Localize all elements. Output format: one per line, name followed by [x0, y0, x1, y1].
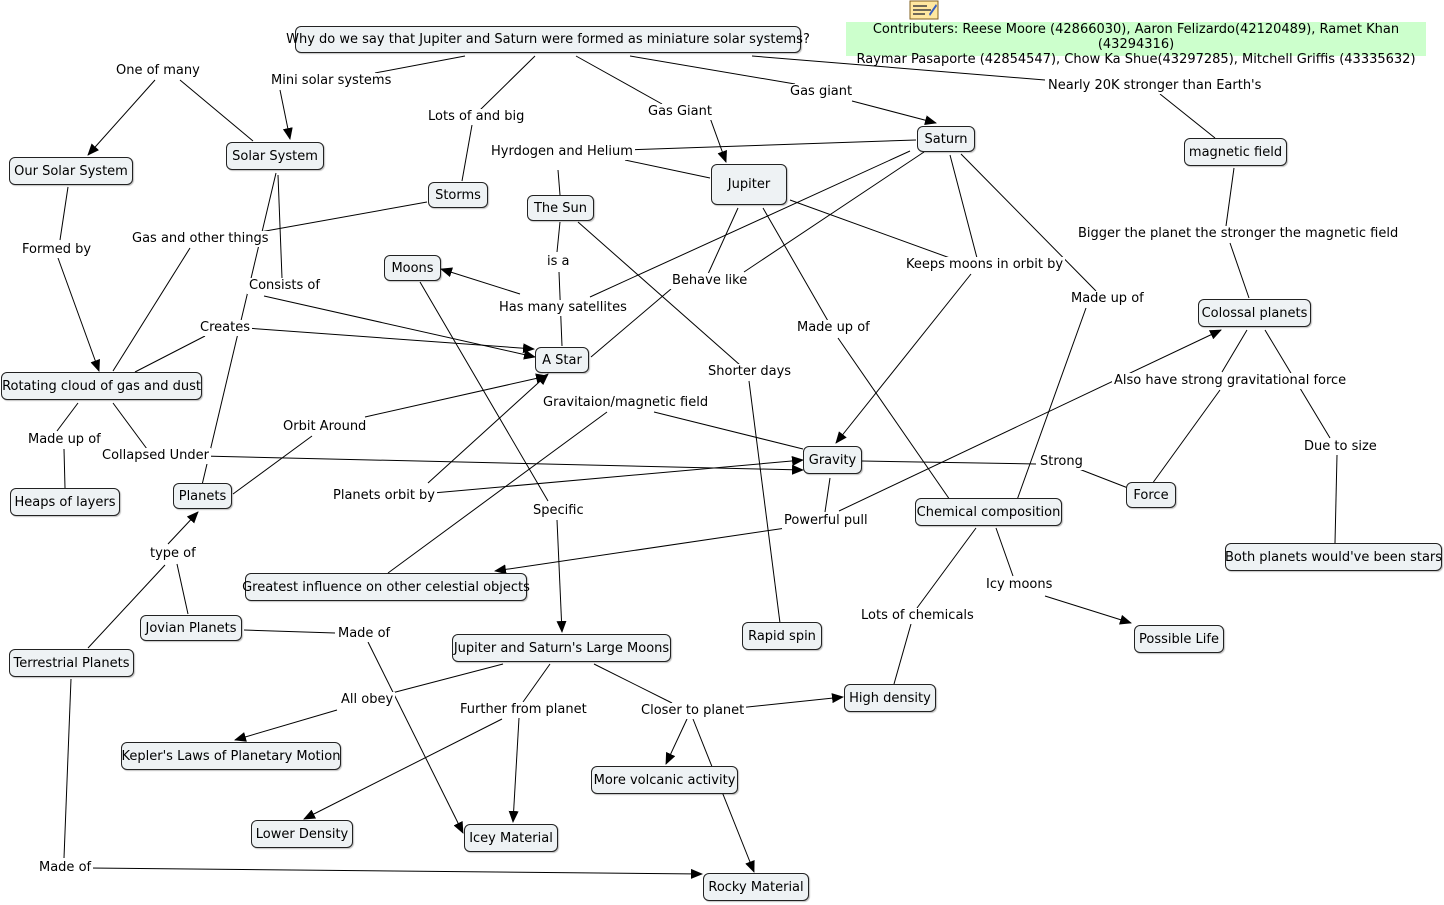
- contributors-line-2: Raymar Pasaporte (42854547), Chow Ka Shu…: [856, 52, 1416, 67]
- concept-magnetic-field[interactable]: magnetic field: [1184, 138, 1287, 166]
- link-consists-of: Consists of: [247, 278, 322, 294]
- link-made-of-terrestrial: Made of: [37, 860, 94, 876]
- link-collapsed-under: Collapsed Under: [100, 448, 211, 464]
- link-lots-of-and-big: Lots of and big: [426, 109, 527, 125]
- link-formed-by: Formed by: [20, 242, 94, 258]
- link-gas-giant-saturn: Gas giant: [788, 84, 855, 100]
- concept-rotating-cloud[interactable]: Rotating cloud of gas and dust: [1, 372, 202, 400]
- link-type-of: type of: [148, 546, 198, 562]
- link-made-up-of-jupiter: Made up of: [795, 320, 872, 336]
- concept-solar-system[interactable]: Solar System: [226, 142, 324, 170]
- link-due-to-size: Due to size: [1302, 439, 1379, 455]
- concept-colossal-planets[interactable]: Colossal planets: [1198, 299, 1311, 327]
- link-behave-like: Behave like: [670, 273, 750, 289]
- link-planets-orbit-by: Planets orbit by: [331, 488, 437, 504]
- concept-our-solar-system[interactable]: Our Solar System: [9, 157, 133, 185]
- link-shorter-days: Shorter days: [706, 364, 794, 380]
- link-is-a: is a: [545, 254, 572, 270]
- link-also-strong-gravity: Also have strong gravitational force: [1112, 373, 1349, 389]
- focus-question-node[interactable]: Why do we say that Jupiter and Saturn we…: [286, 26, 810, 53]
- concept-rocky-material[interactable]: Rocky Material: [703, 873, 809, 901]
- link-nearly-20k: Nearly 20K stronger than Earth's: [1046, 78, 1264, 94]
- concept-the-sun[interactable]: The Sun: [527, 195, 594, 221]
- link-made-of-jovian: Made of: [336, 626, 393, 642]
- link-hydrogen-helium: Hyrdogen and Helium: [489, 144, 635, 160]
- link-closer-to-planet: Closer to planet: [639, 703, 747, 719]
- link-keeps-moons: Keeps moons in orbit by: [904, 257, 1066, 273]
- contributors-line-1: Contributers: Reese Moore (42866030), Aa…: [872, 22, 1400, 52]
- link-gas-and-other: Gas and other things: [130, 231, 271, 247]
- link-mini-solar-systems: Mini solar systems: [269, 73, 394, 89]
- concept-storms[interactable]: Storms: [428, 182, 488, 208]
- contributors-box: Contributers: Reese Moore (42866030), Aa…: [846, 22, 1426, 67]
- link-gas-giant-jupiter: Gas Giant: [646, 104, 714, 120]
- concept-planets[interactable]: Planets: [173, 483, 232, 509]
- link-has-many-satellites: Has many satellites: [497, 300, 629, 316]
- concept-high-density[interactable]: High density: [844, 684, 936, 712]
- note-icon[interactable]: [909, 0, 939, 20]
- link-orbit-around: Orbit Around: [281, 419, 369, 435]
- link-made-up-of-cloud: Made up of: [26, 432, 103, 448]
- concept-force[interactable]: Force: [1126, 482, 1176, 508]
- link-bigger-planet: Bigger the planet the stronger the magne…: [1076, 226, 1401, 242]
- link-specific: Specific: [531, 503, 586, 519]
- link-strong: Strong: [1038, 454, 1085, 470]
- concept-lower-density[interactable]: Lower Density: [251, 820, 353, 848]
- concept-icey-material[interactable]: Icey Material: [464, 824, 558, 852]
- concept-terrestrial-planets[interactable]: Terrestrial Planets: [9, 649, 134, 677]
- link-lots-of-chemicals: Lots of chemicals: [859, 608, 976, 624]
- concept-keplers-laws[interactable]: Kepler's Laws of Planetary Motion: [121, 742, 341, 770]
- concept-greatest-influence[interactable]: Greatest influence on other celestial ob…: [242, 573, 530, 601]
- link-creates: Creates: [198, 320, 252, 336]
- link-made-up-of-saturn: Made up of: [1069, 291, 1146, 307]
- link-powerful-pull: Powerful pull: [782, 513, 870, 529]
- concept-saturn[interactable]: Saturn: [917, 126, 975, 152]
- concept-chemical-composition[interactable]: Chemical composition: [915, 498, 1062, 526]
- concept-a-star[interactable]: A Star: [535, 347, 589, 373]
- concept-volcanic-activity[interactable]: More volcanic activity: [591, 766, 738, 794]
- concept-heaps-of-layers[interactable]: Heaps of layers: [10, 488, 120, 516]
- link-icy-moons: Icy moons: [984, 577, 1055, 593]
- concept-jupiter[interactable]: Jupiter: [711, 164, 787, 205]
- concept-possible-life[interactable]: Possible Life: [1134, 625, 1224, 653]
- concept-large-moons[interactable]: Jupiter and Saturn's Large Moons: [452, 634, 671, 662]
- link-further-from-planet: Further from planet: [458, 702, 589, 718]
- link-gravitaion-magnetic: Gravitaion/magnetic field: [541, 395, 711, 411]
- link-all-obey: All obey: [339, 692, 396, 708]
- concept-jovian-planets[interactable]: Jovian Planets: [140, 615, 242, 641]
- link-one-of-many: One of many: [114, 63, 202, 79]
- concept-both-planets-stars[interactable]: Both planets would've been stars: [1225, 543, 1442, 571]
- concept-rapid-spin[interactable]: Rapid spin: [742, 622, 822, 650]
- concept-gravity[interactable]: Gravity: [803, 446, 862, 474]
- concept-moons[interactable]: Moons: [384, 255, 441, 281]
